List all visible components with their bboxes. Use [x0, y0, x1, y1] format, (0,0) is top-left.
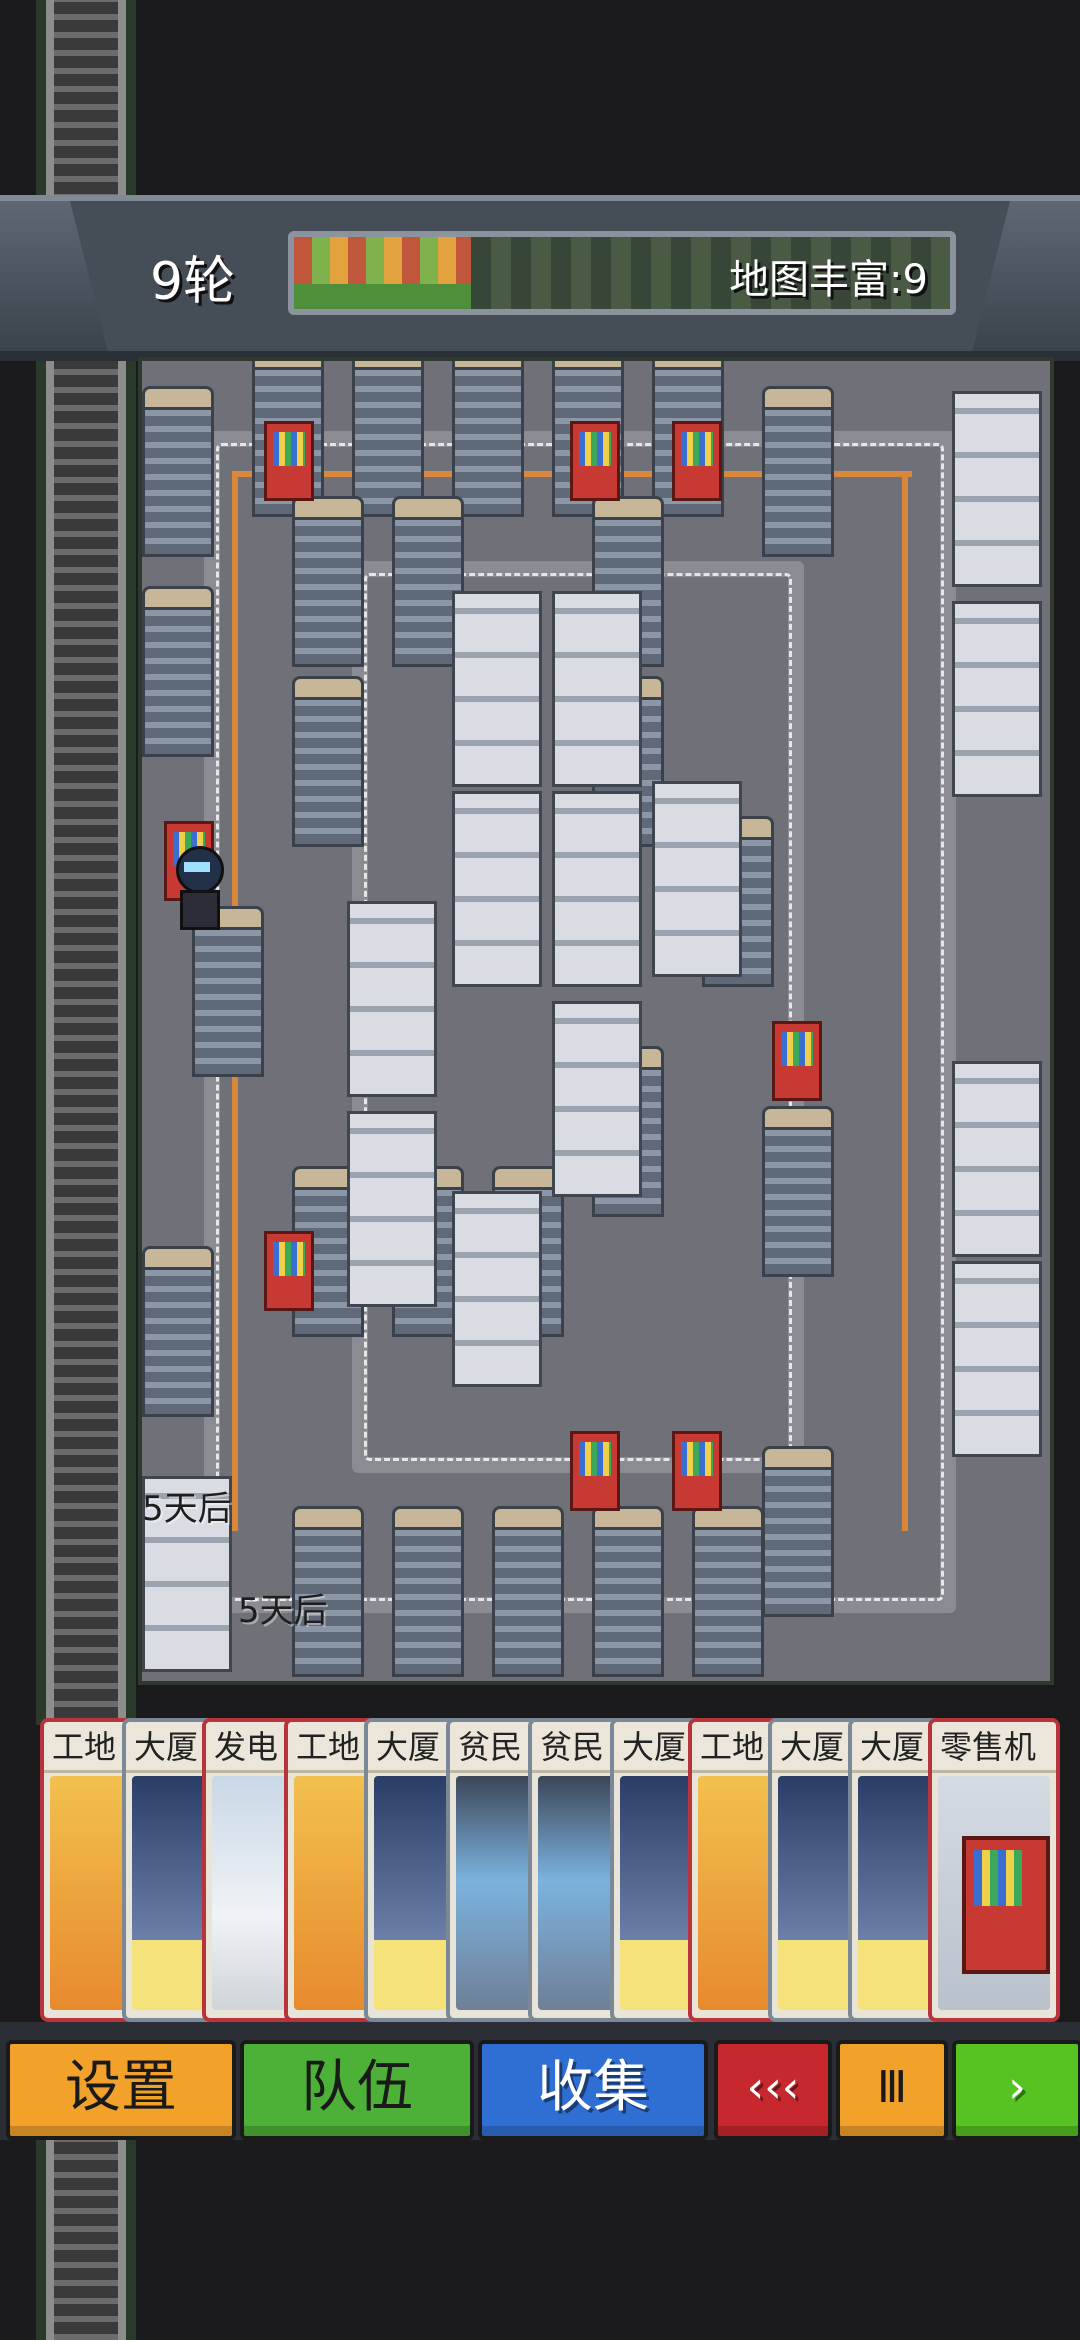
city-map[interactable]: 5天后 5天后	[138, 357, 1054, 1685]
bottom-toolbar: 设置 队伍 收集 ‹‹‹ Ⅲ ›	[0, 2022, 1080, 2140]
railway-track-top	[36, 0, 136, 200]
residential-tower[interactable]	[762, 1106, 834, 1277]
round-counter: 9轮	[150, 252, 236, 312]
office-building[interactable]	[952, 1261, 1042, 1457]
vending-machine[interactable]	[264, 421, 314, 501]
residential-tower[interactable]	[492, 1506, 564, 1677]
residential-tower[interactable]	[292, 496, 364, 667]
vending-machine[interactable]	[570, 1431, 620, 1511]
residential-tower[interactable]	[392, 496, 464, 667]
office-building[interactable]	[952, 601, 1042, 797]
office-building[interactable]	[347, 901, 437, 1097]
office-building[interactable]	[142, 1476, 232, 1672]
vending-machine[interactable]	[672, 421, 722, 501]
office-building[interactable]	[952, 391, 1042, 587]
residential-tower[interactable]	[142, 1246, 214, 1417]
card-title: 大厦	[126, 1722, 236, 1773]
office-building[interactable]	[452, 1191, 542, 1387]
residential-tower[interactable]	[392, 1506, 464, 1677]
residential-tower[interactable]	[692, 1506, 764, 1677]
player-visor	[184, 862, 210, 872]
residential-tower[interactable]	[292, 676, 364, 847]
pause-button[interactable]: Ⅲ	[836, 2040, 948, 2140]
residential-tower[interactable]	[592, 1506, 664, 1677]
vending-machine[interactable]	[672, 1431, 722, 1511]
richness-fill	[294, 237, 472, 309]
office-building[interactable]	[452, 591, 542, 787]
office-building[interactable]	[552, 1001, 642, 1197]
card-title: 零售机	[932, 1722, 1056, 1773]
build-timer: 5天后	[238, 1591, 328, 1631]
richness-track	[471, 237, 950, 309]
office-building[interactable]	[652, 781, 742, 977]
collection-button[interactable]: 收集	[478, 2040, 708, 2140]
residential-tower[interactable]	[142, 386, 214, 557]
vending-machine[interactable]	[570, 421, 620, 501]
player-body	[180, 890, 220, 930]
map-richness-bar: 地图丰富:9	[288, 231, 956, 315]
office-building[interactable]	[552, 791, 642, 987]
rewind-button[interactable]: ‹‹‹	[714, 2040, 832, 2140]
residential-tower[interactable]	[762, 386, 834, 557]
railway-track	[36, 345, 136, 1725]
residential-tower[interactable]	[192, 906, 264, 1077]
card-hand: 工地 大厦 发电 工地 大厦 贫民 贫民 大厦 工地 大厦 大厦 零售	[34, 1718, 1064, 2022]
next-button[interactable]: ›	[952, 2040, 1080, 2140]
vending-machine[interactable]	[772, 1021, 822, 1101]
vending-machine-icon	[938, 1776, 1050, 2010]
office-building[interactable]	[347, 1111, 437, 1307]
railway-track-bottom	[36, 2140, 136, 2340]
residential-tower[interactable]	[142, 586, 214, 757]
card-vending-machine[interactable]: 零售机	[928, 1718, 1060, 2022]
office-building[interactable]	[452, 791, 542, 987]
residential-tower[interactable]	[292, 1506, 364, 1677]
build-timer: 5天后	[142, 1489, 232, 1529]
office-building[interactable]	[952, 1061, 1042, 1257]
residential-tower[interactable]	[762, 1446, 834, 1617]
map-richness-label: 地图丰富:9	[729, 257, 928, 303]
top-header: 9轮 地图丰富:9	[0, 195, 1080, 361]
residential-tower[interactable]	[452, 361, 524, 517]
residential-tower[interactable]	[352, 361, 424, 517]
player-character[interactable]	[170, 846, 224, 930]
road-marking	[902, 471, 908, 1531]
office-building[interactable]	[552, 591, 642, 787]
team-button[interactable]: 队伍	[240, 2040, 474, 2140]
vending-machine[interactable]	[264, 1231, 314, 1311]
settings-button[interactable]: 设置	[6, 2040, 236, 2140]
